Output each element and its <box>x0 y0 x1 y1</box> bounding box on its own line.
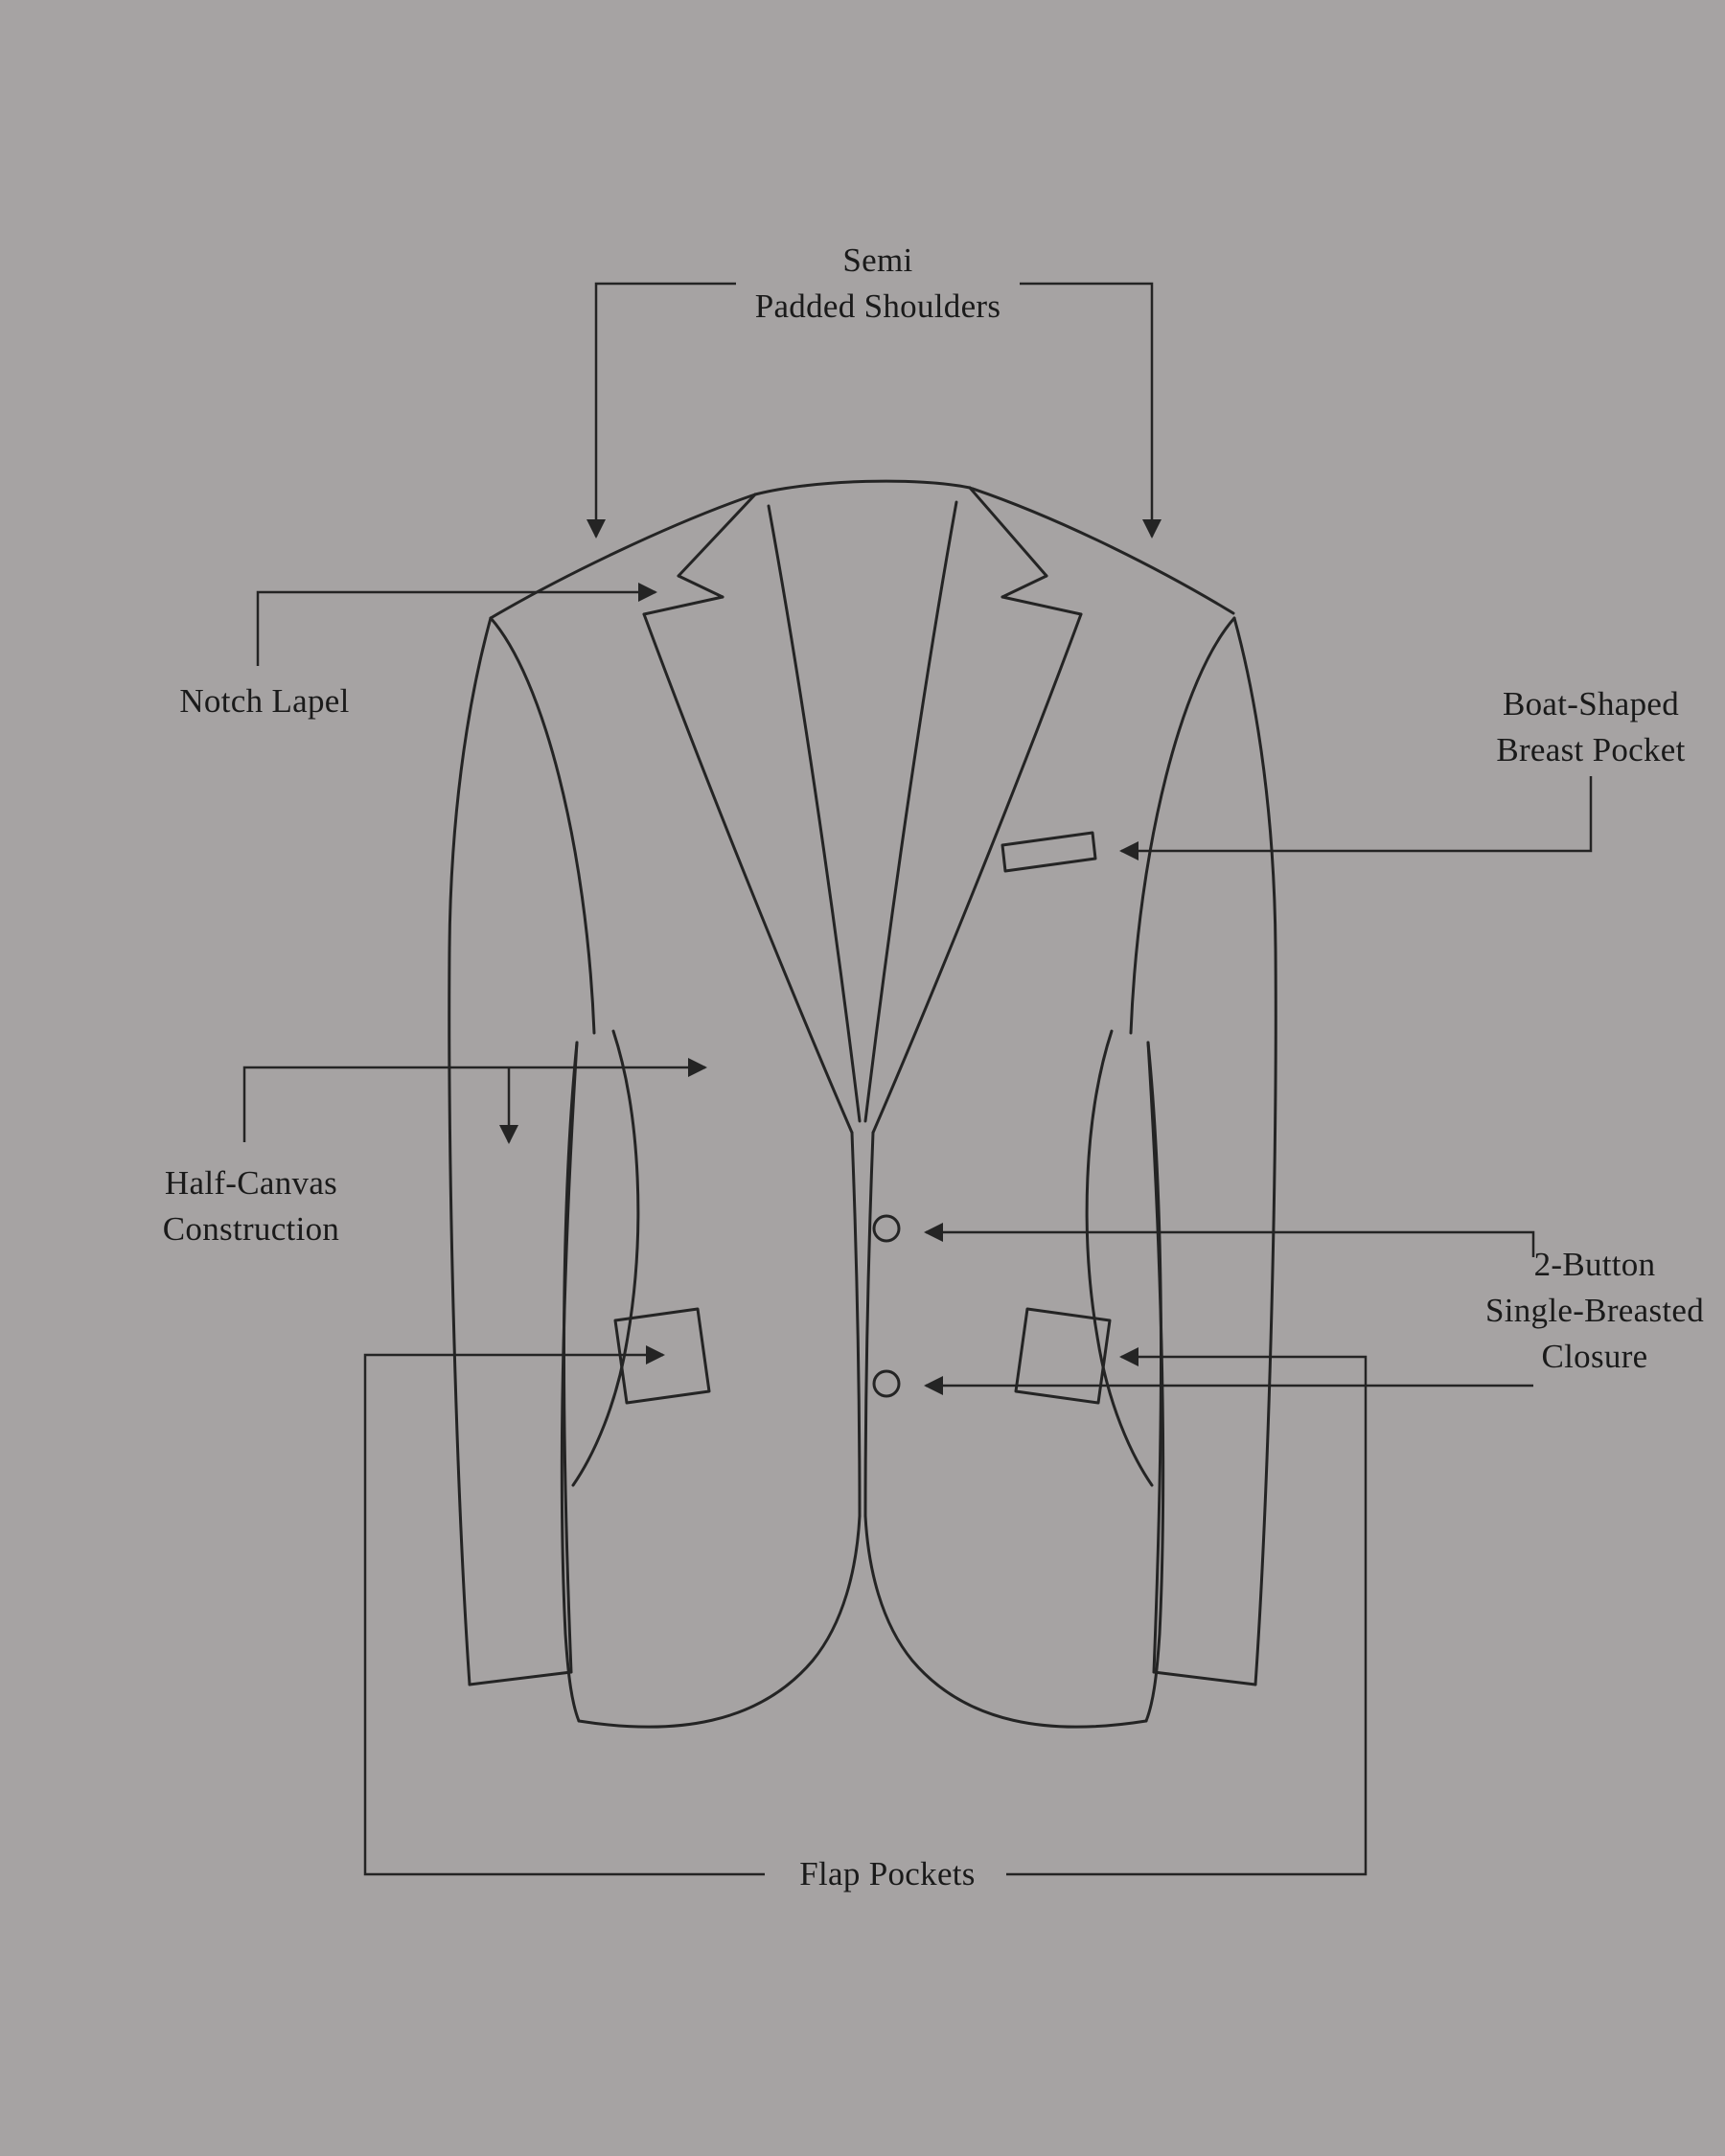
flap-pockets-leader-left <box>363 1345 765 1876</box>
bottom-button <box>872 1369 901 1398</box>
label-breast-pocket: Boat-Shaped Breast Pocket <box>1466 681 1715 773</box>
right-lapel-roll-line <box>863 500 958 1123</box>
right-panel-seam <box>1085 1029 1154 1487</box>
label-line: Semi <box>842 241 913 279</box>
right-cuff <box>1152 1670 1257 1686</box>
top-button <box>872 1214 901 1243</box>
label-notch-lapel: Notch Lapel <box>121 678 408 724</box>
left-armhole <box>489 616 596 1035</box>
shoulders-leader-right <box>1020 282 1162 539</box>
left-cuff <box>468 1670 573 1686</box>
label-line: Half-Canvas <box>164 1164 338 1202</box>
left-collar-edge <box>677 493 757 578</box>
left-side-seam <box>560 1041 581 1723</box>
label-line: Flap Pockets <box>799 1855 976 1892</box>
left-lapel-roll-line <box>767 504 862 1123</box>
right-hem <box>863 1514 1148 1729</box>
right-armhole <box>1129 616 1236 1035</box>
right-front-edge <box>863 1131 875 1518</box>
label-semi-padded-shoulders: Semi Padded Shoulders <box>734 238 1022 330</box>
label-line: Padded Shoulders <box>754 287 1001 325</box>
right-sleeve-outer <box>1232 616 1277 1686</box>
closure-leader-top <box>924 1223 1535 1257</box>
label-line: Closure <box>1541 1338 1648 1375</box>
label-line: Boat-Shaped <box>1502 685 1680 722</box>
notch-lapel-leader <box>256 583 657 666</box>
right-lapel-edge <box>871 612 1083 1135</box>
label-line: Breast Pocket <box>1496 731 1686 768</box>
shoulders-leader-left <box>586 282 736 539</box>
left-lapel-top <box>642 595 724 616</box>
breast-pocket <box>1000 831 1097 873</box>
half-canvas-leader <box>242 1058 707 1142</box>
left-collar-bottom <box>677 574 724 599</box>
left-hem <box>577 1514 862 1729</box>
right-collar-edge <box>968 486 1048 578</box>
jacket-outline <box>448 479 1277 1729</box>
label-line: Single-Breasted <box>1484 1292 1705 1329</box>
left-sleeve-outer <box>448 616 493 1686</box>
left-shoulder-seam <box>489 493 757 620</box>
left-panel-seam <box>571 1029 640 1487</box>
collar-top-edge <box>753 479 972 496</box>
right-lapel-top <box>1000 595 1083 616</box>
label-line: Notch Lapel <box>179 682 350 720</box>
right-collar-bottom <box>1000 574 1048 599</box>
label-line: 2-Button <box>1533 1246 1656 1283</box>
breast-pocket-leader <box>1119 776 1593 860</box>
left-lapel-edge <box>642 612 854 1135</box>
left-flap-pocket <box>613 1307 711 1405</box>
label-line: Construction <box>162 1210 340 1248</box>
left-front-edge <box>850 1131 862 1518</box>
label-closure: 2-Button Single-Breasted Closure <box>1466 1242 1723 1380</box>
label-flap-pockets: Flap Pockets <box>744 1851 1031 1897</box>
label-half-canvas: Half-Canvas Construction <box>107 1160 395 1252</box>
right-shoulder-seam <box>968 486 1235 615</box>
flap-pockets-leader-right <box>1006 1347 1368 1876</box>
leader-lines <box>242 282 1593 1876</box>
right-side-seam <box>1144 1041 1165 1723</box>
right-flap-pocket <box>1014 1307 1112 1405</box>
